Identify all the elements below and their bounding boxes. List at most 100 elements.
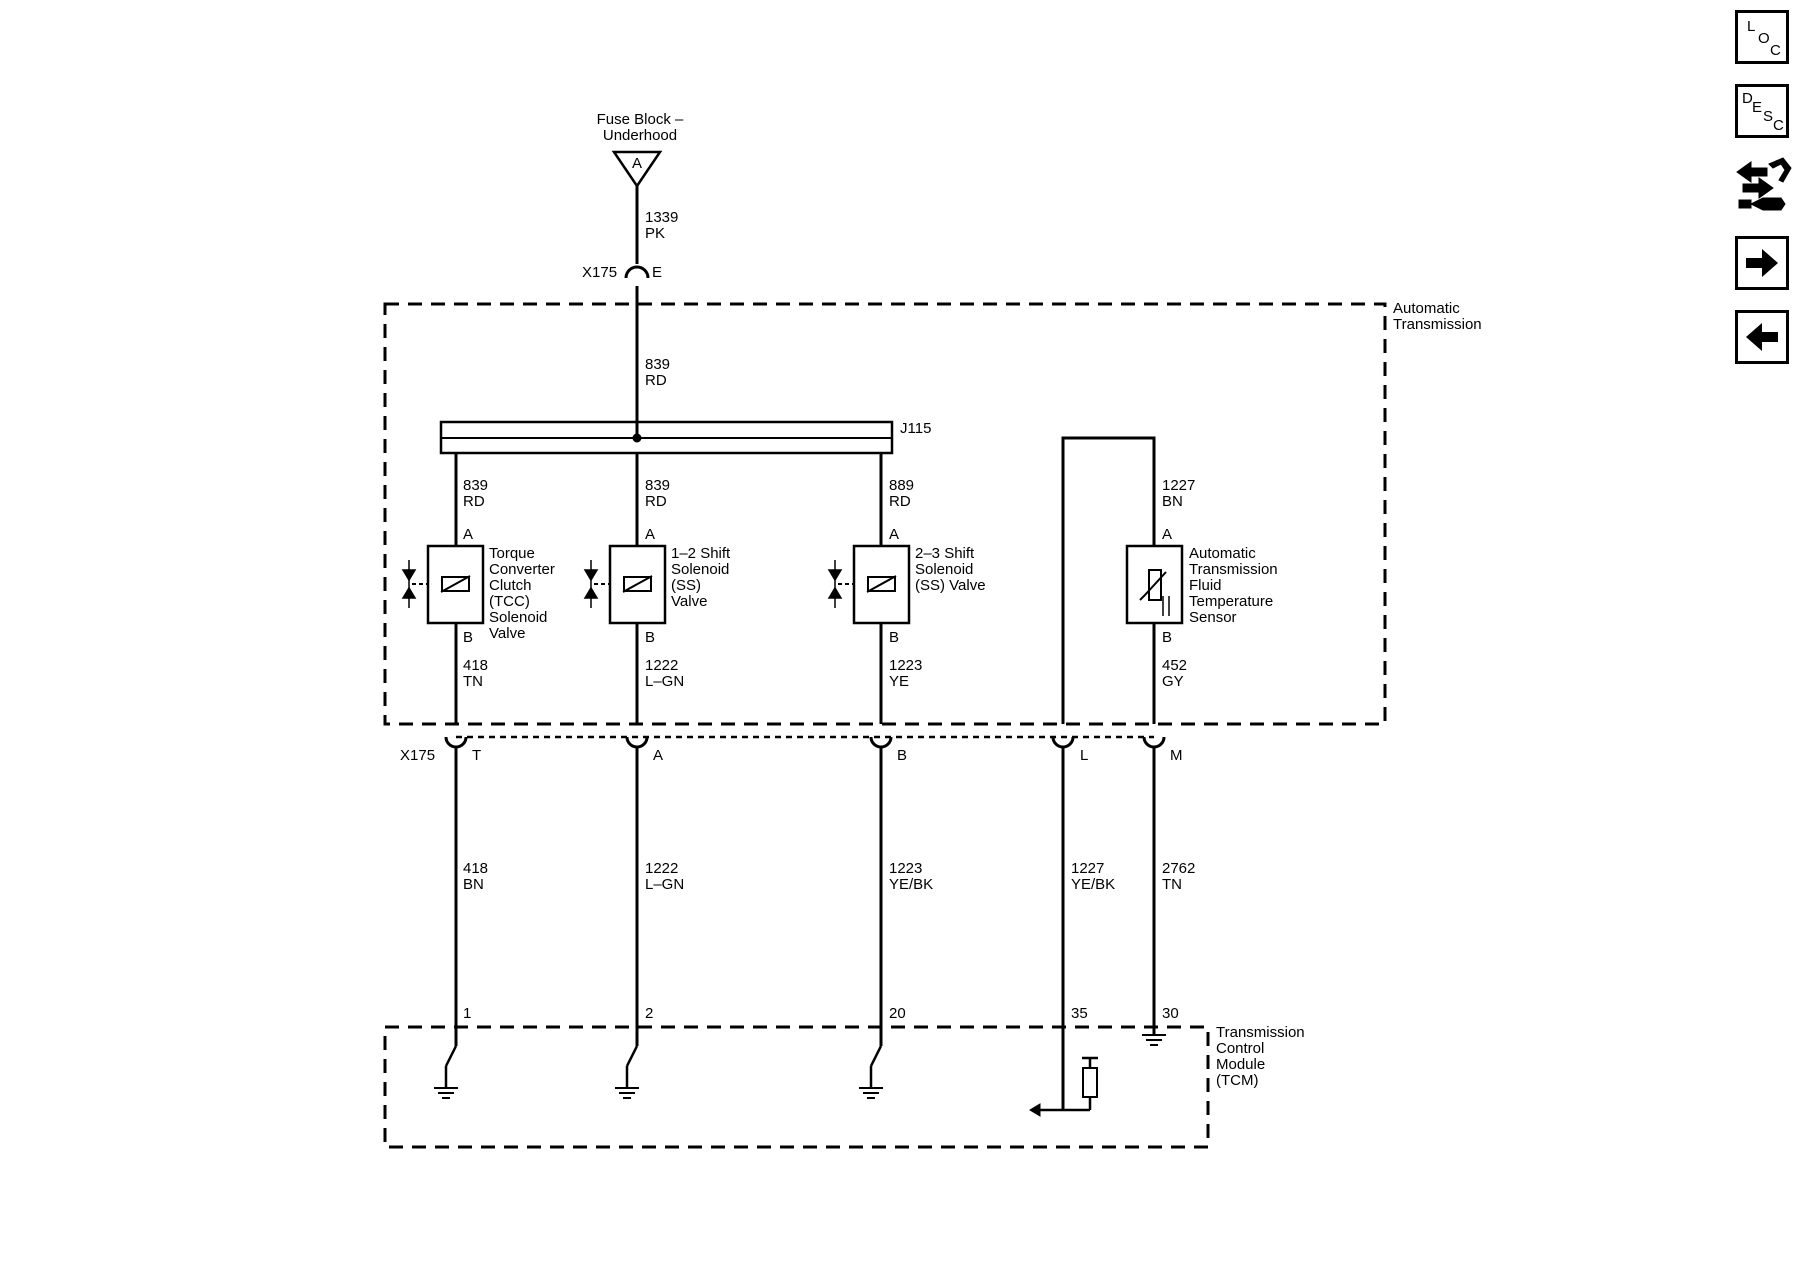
sensor-signal-color: YE/BK bbox=[1071, 876, 1115, 893]
sensor-label-line: Fluid bbox=[1189, 577, 1222, 594]
sol2-tcm-pin: 2 bbox=[645, 1005, 653, 1022]
tcm-sensor-input bbox=[1029, 1056, 1098, 1117]
tcm-label-line: Control bbox=[1216, 1040, 1264, 1057]
sensor-label-line: Sensor bbox=[1189, 609, 1237, 626]
sol3-in-number: 889 bbox=[889, 477, 914, 494]
sol2-harness-color: L–GN bbox=[645, 876, 684, 893]
connector-pin-m: M bbox=[1170, 747, 1183, 764]
sol1-x175-pin: T bbox=[472, 747, 481, 764]
solenoid-1-flow-arrows bbox=[401, 560, 417, 608]
tcm-label-line: (TCM) bbox=[1216, 1072, 1258, 1089]
feed-wire-number: 839 bbox=[645, 356, 670, 373]
sol2-out-color: L–GN bbox=[645, 673, 684, 690]
sol1-in-color: RD bbox=[463, 493, 485, 510]
sensor-label-line: Automatic bbox=[1189, 545, 1256, 562]
connector-bottom-name: X175 bbox=[400, 747, 435, 764]
sensor-ground-number: 2762 bbox=[1162, 860, 1195, 877]
sol1-label-line: (TCC) bbox=[489, 593, 530, 610]
sensor-label-line: Transmission bbox=[1189, 561, 1278, 578]
sol2-pin-a: A bbox=[645, 526, 655, 543]
sol1-out-color: TN bbox=[463, 673, 483, 690]
sol1-pin-a: A bbox=[463, 526, 473, 543]
solenoid-3-flow-arrows bbox=[827, 560, 843, 608]
sol3-harness-color: YE/BK bbox=[889, 876, 933, 893]
sol1-out-number: 418 bbox=[463, 657, 488, 674]
sol2-label-line: Valve bbox=[671, 593, 707, 610]
sol1-harness-number: 418 bbox=[463, 860, 488, 877]
fuse-block-label-2: Underhood bbox=[603, 127, 677, 144]
sensor-pin-a: A bbox=[1162, 526, 1172, 543]
sol2-x175-pin: A bbox=[653, 747, 663, 764]
sol3-harness-number: 1223 bbox=[889, 860, 922, 877]
solenoid-2-flow-arrows bbox=[583, 560, 599, 608]
sensor-in-color: BN bbox=[1162, 493, 1183, 510]
sensor-in-number: 1227 bbox=[1162, 477, 1195, 494]
fuse-terminal-label: A bbox=[632, 155, 642, 172]
assembly-label-2: Transmission bbox=[1393, 316, 1482, 333]
tcm-boundary bbox=[383, 1025, 1210, 1149]
splice-name: J115 bbox=[900, 420, 931, 437]
next-button[interactable] bbox=[1735, 236, 1789, 290]
tcm-low-side-driver-1 bbox=[434, 1045, 458, 1099]
sol2-harness-number: 1222 bbox=[645, 860, 678, 877]
sol3-label-line: Solenoid bbox=[915, 561, 973, 578]
sol1-harness-color: BN bbox=[463, 876, 484, 893]
power-wire-color: PK bbox=[645, 225, 665, 242]
fluid-temperature-sensor bbox=[1125, 544, 1184, 625]
previous-button[interactable] bbox=[1735, 310, 1789, 364]
sol2-label-line: 1–2 Shift bbox=[671, 545, 731, 562]
sol1-tcm-pin: 1 bbox=[463, 1005, 471, 1022]
arrow-right-icon bbox=[1746, 249, 1778, 277]
description-button[interactable]: D E S C bbox=[1735, 84, 1789, 138]
tcm-sensor-ground bbox=[1142, 1034, 1166, 1046]
sol2-out-number: 1222 bbox=[645, 657, 678, 674]
sensor-out-color: GY bbox=[1162, 673, 1184, 690]
desc-letter-d: D bbox=[1742, 90, 1753, 107]
sol3-tcm-pin: 20 bbox=[889, 1005, 906, 1022]
sol1-label-line: Valve bbox=[489, 625, 525, 642]
sol2-label-line: (SS) bbox=[671, 577, 701, 594]
sol3-pin-a: A bbox=[889, 526, 899, 543]
sol1-label-line: Torque bbox=[489, 545, 535, 562]
connector-top-pin: E bbox=[652, 264, 662, 281]
shift-solenoid-1-2 bbox=[594, 544, 667, 625]
sol1-label-line: Clutch bbox=[489, 577, 532, 594]
desc-letter-c: C bbox=[1773, 117, 1784, 134]
connector-pin-l: L bbox=[1080, 747, 1088, 764]
connector-plug-icon bbox=[1736, 157, 1792, 211]
power-wire-number: 1339 bbox=[645, 209, 678, 226]
sol3-label-line: 2–3 Shift bbox=[915, 545, 975, 562]
sensor-pin-b: B bbox=[1162, 629, 1172, 646]
connector-x175-e-symbol bbox=[624, 265, 650, 279]
connector-top-name: X175 bbox=[582, 264, 617, 281]
loc-letter-c: C bbox=[1770, 42, 1781, 59]
tcc-solenoid-valve bbox=[412, 544, 485, 625]
tcm-low-side-driver-20 bbox=[859, 1045, 883, 1099]
sol3-in-color: RD bbox=[889, 493, 911, 510]
sensor-out-number: 452 bbox=[1162, 657, 1187, 674]
sol3-out-color: YE bbox=[889, 673, 909, 690]
sol1-in-number: 839 bbox=[463, 477, 488, 494]
location-button[interactable]: L O C bbox=[1735, 10, 1789, 64]
sensor-ground-color: TN bbox=[1162, 876, 1182, 893]
loc-letter-o: O bbox=[1758, 30, 1770, 47]
assembly-label: Automatic bbox=[1393, 300, 1460, 317]
sol2-in-color: RD bbox=[645, 493, 667, 510]
sensor-label-line: Temperature bbox=[1189, 593, 1273, 610]
diagnostic-connector-icon[interactable] bbox=[1733, 152, 1793, 218]
tcm-label-line: Transmission bbox=[1216, 1024, 1305, 1041]
tcm-label-line: Module bbox=[1216, 1056, 1265, 1073]
sol3-pin-b: B bbox=[889, 629, 899, 646]
sol1-pin-b: B bbox=[463, 629, 473, 646]
desc-letter-e: E bbox=[1752, 99, 1763, 116]
sensor-ground-tcm-pin: 30 bbox=[1162, 1005, 1179, 1022]
sol3-label-line: (SS) Valve bbox=[915, 577, 986, 594]
sol3-out-number: 1223 bbox=[889, 657, 922, 674]
tcm-low-side-driver-2 bbox=[615, 1045, 639, 1099]
sol3-x175-pin: B bbox=[897, 747, 907, 764]
sol2-in-number: 839 bbox=[645, 477, 670, 494]
fuse-terminal-triangle bbox=[611, 150, 663, 189]
sol2-label-line: Solenoid bbox=[671, 561, 729, 578]
automatic-transmission-boundary bbox=[383, 302, 1387, 726]
